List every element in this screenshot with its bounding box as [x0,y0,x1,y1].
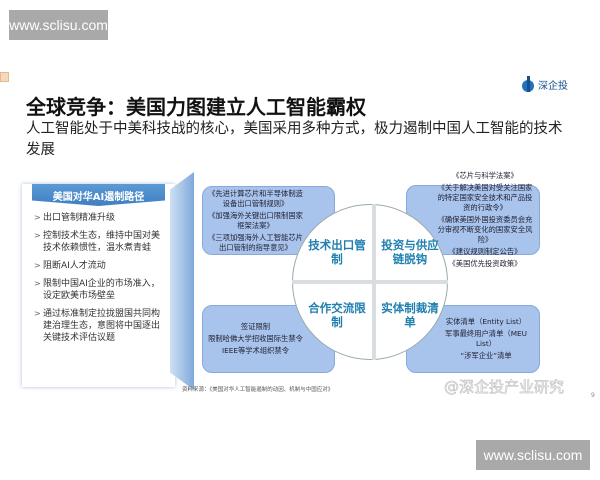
side-tab-icon[interactable] [0,72,9,82]
quadrant-entity-list: 实体制裁清单 [381,301,439,329]
list-item: 通过标准制定拉拢盟国共同构建治理生态，意图将中国逐出关键技术评估议题 [34,308,167,344]
containment-path-panel: 美国对华AI遏制路径 出口管制精准升级 控制技术生态，维持中国对美技术依赖惯性，… [22,184,175,387]
list-item: 出口管制精准升级 [34,212,167,224]
exchange-restriction-box: 签证限制限制哈佛大学招收国际生禁令 IEEE等学术组织禁令 [202,305,335,373]
site-watermark-bottom: www.sclisu.com [476,440,590,470]
box-line: 实体清单（Entity List） [445,317,527,326]
investment-box: 《芯片与科学法案》《关于解决美国对受关注国家的特定国家安全技术和产品投资的行政令… [406,171,540,268]
page-subtitle: 人工智能处于中美科技战的核心，美国采用多种方式，极力遏制中国人工智能的技术发展 [26,121,563,158]
divider [292,280,448,284]
box-line: 军事最终用户清单（MEU List） [445,329,527,348]
connector-shape [170,172,194,390]
quadrant-exchange: 合作交流限制 [308,301,366,329]
box-line: 限制哈佛大学招收国际生禁令 [208,334,303,343]
page-title: 全球竞争：美国力图建立人工智能霸权 [26,95,366,119]
box-line: 《确保美国外国投资委员会充分审视不断变化的国家安全风险》 [437,215,533,244]
quadrant-investment: 投资与供应链脱钩 [381,238,439,266]
quadrant-export-control: 技术出口管制 [308,238,366,266]
box-line: 《先进计算芯片和半导体制造设备出口管制规则》 [208,188,303,208]
export-control-box: 《先进计算芯片和半导体制造设备出口管制规则》《加强海外关键出口限制国家框架法案》… [202,186,335,255]
box-line: 《建议规则制定公告》 [448,247,522,256]
list-item: 阻断AI人才流动 [34,260,167,272]
box-line: 《三项加强海外人工智能芯片出口管制的指导意见》 [208,232,303,252]
panel-heading: 美国对华AI遏制路径 [32,184,165,206]
company-logo: 深企投 [522,76,568,92]
list-item: 限制中国AI企业的市场准入，设定欧美市场壁垒 [34,278,167,302]
author-watermark: @深企投产业研究 [444,378,565,397]
source-note: 资料来源：《美国对华人工智能遏制的动因、机制与中国应对》 [182,387,334,393]
box-line: 《芯片与科学法案》 [452,171,518,180]
logo-mark-icon [522,76,536,92]
box-line: “涉军企业”清单 [460,351,512,360]
logo-text: 深企投 [538,80,568,92]
box-line: 《关于解决美国对受关注国家的特定国家安全技术和产品投资的行政令》 [437,183,533,212]
entity-list-box: 实体清单（Entity List） 军事最终用户清单（MEU List） “涉军企业… [406,305,540,373]
page-number: 9 [591,392,595,399]
box-line: 《美国优先投资政策》 [448,259,522,268]
box-line: IEEE等学术组织禁令 [221,346,290,355]
site-watermark-top: www.sclisu.com [9,10,108,40]
box-line: 《加强海外关键出口限制国家框架法案》 [208,210,303,230]
list-item: 控制技术生态，维持中国对美技术依赖惯性，温水煮青蛙 [34,230,167,254]
box-line: 签证限制 [240,322,271,331]
